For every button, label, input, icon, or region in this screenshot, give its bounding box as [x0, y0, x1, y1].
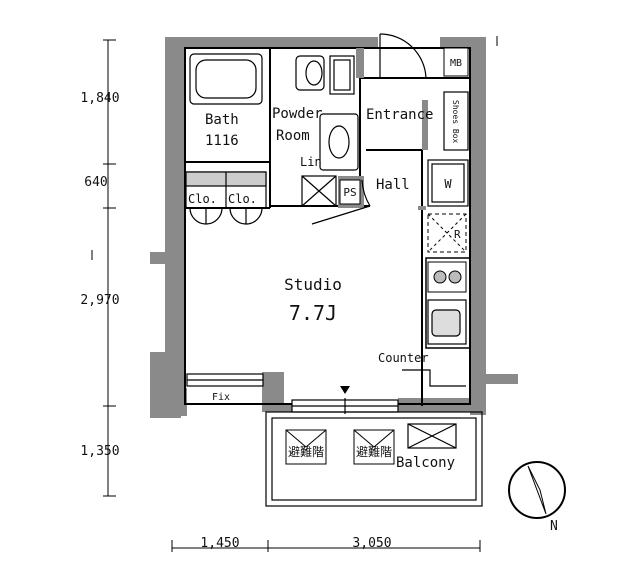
ps-box	[339, 179, 361, 205]
refrigerator-box	[427, 213, 467, 253]
mb-label: MB	[450, 58, 462, 69]
ps-label: PS	[343, 186, 356, 199]
counter-outline	[402, 369, 466, 387]
studio-size: 7.7J	[289, 301, 337, 325]
balcony-outline	[265, 411, 483, 507]
shoes-box	[443, 91, 469, 151]
mb-box	[443, 47, 469, 77]
dim-left-1: 1,840	[80, 91, 119, 106]
refrigerator-cross	[427, 213, 467, 253]
toilet-icon	[295, 55, 355, 95]
compass-icon	[508, 461, 566, 519]
escape-hatch-1	[285, 429, 327, 465]
dim-bottom-1: 1,450	[200, 536, 239, 551]
powder-room-label-2: Room	[276, 128, 310, 144]
escape-hatch-2	[353, 429, 395, 465]
entry-arrow-icon	[340, 386, 350, 394]
bottom-dimension-line	[171, 36, 498, 552]
closet-area	[185, 171, 267, 225]
dim-left-3: 2,970	[80, 293, 119, 308]
powder-room-label-1: Powder	[272, 106, 323, 122]
bath-label: Bath	[205, 112, 239, 128]
compass-north-label: N	[550, 519, 558, 534]
closet-1-label: Clo.	[188, 192, 217, 206]
left-dimension-line	[91, 39, 116, 497]
bathtub	[189, 53, 263, 105]
escape-hatch-2-label: 避難階	[356, 444, 392, 459]
dim-left-4: 1,350	[80, 444, 119, 459]
hall-label: Hall	[376, 177, 410, 193]
sink-icon	[319, 113, 359, 171]
outer-walls	[150, 37, 518, 418]
fix-window-label: Fix	[212, 392, 230, 403]
aircon-unit	[407, 423, 457, 449]
hall-door	[311, 179, 371, 225]
balcony-sliding-door	[291, 398, 399, 414]
dim-left-2: 640	[84, 175, 107, 190]
stove-icon	[427, 261, 467, 293]
bath-size: 1116	[205, 133, 239, 149]
washer-box	[427, 159, 469, 207]
dim-bottom-2: 3,050	[352, 536, 391, 551]
studio-label: Studio	[284, 275, 342, 294]
counter-label: Counter	[378, 351, 429, 365]
washer-label: W	[444, 177, 452, 191]
kitchen-sink-icon	[427, 299, 467, 345]
escape-hatch-1-label: 避難階	[288, 444, 324, 459]
balcony-label: Balcony	[396, 455, 455, 471]
refrigerator-label: R	[454, 228, 461, 241]
fix-window	[186, 373, 264, 387]
entrance-label: Entrance	[366, 107, 433, 123]
linen-label: Lin	[300, 155, 322, 169]
shoes-box-label: Shoes Box	[451, 100, 460, 144]
entrance-door	[379, 33, 427, 79]
kitchen-counter	[425, 257, 471, 349]
linen-closet	[301, 175, 337, 207]
closet-2-label: Clo.	[228, 192, 257, 206]
